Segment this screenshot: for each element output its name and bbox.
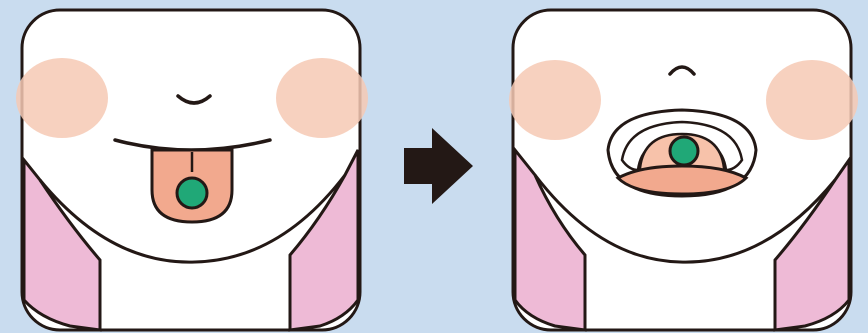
right-arrow-icon (404, 128, 473, 204)
cheek-blush-right (766, 60, 858, 140)
pill-icon (177, 178, 207, 208)
panel-step-1-face (16, 10, 368, 330)
pill-icon (670, 137, 698, 165)
panel-step-2-face (509, 10, 858, 330)
cheek-blush-left (16, 58, 108, 138)
lower-mouth-floor (618, 166, 746, 194)
cheek-blush-left (509, 60, 601, 140)
cheek-blush-right (276, 58, 368, 138)
